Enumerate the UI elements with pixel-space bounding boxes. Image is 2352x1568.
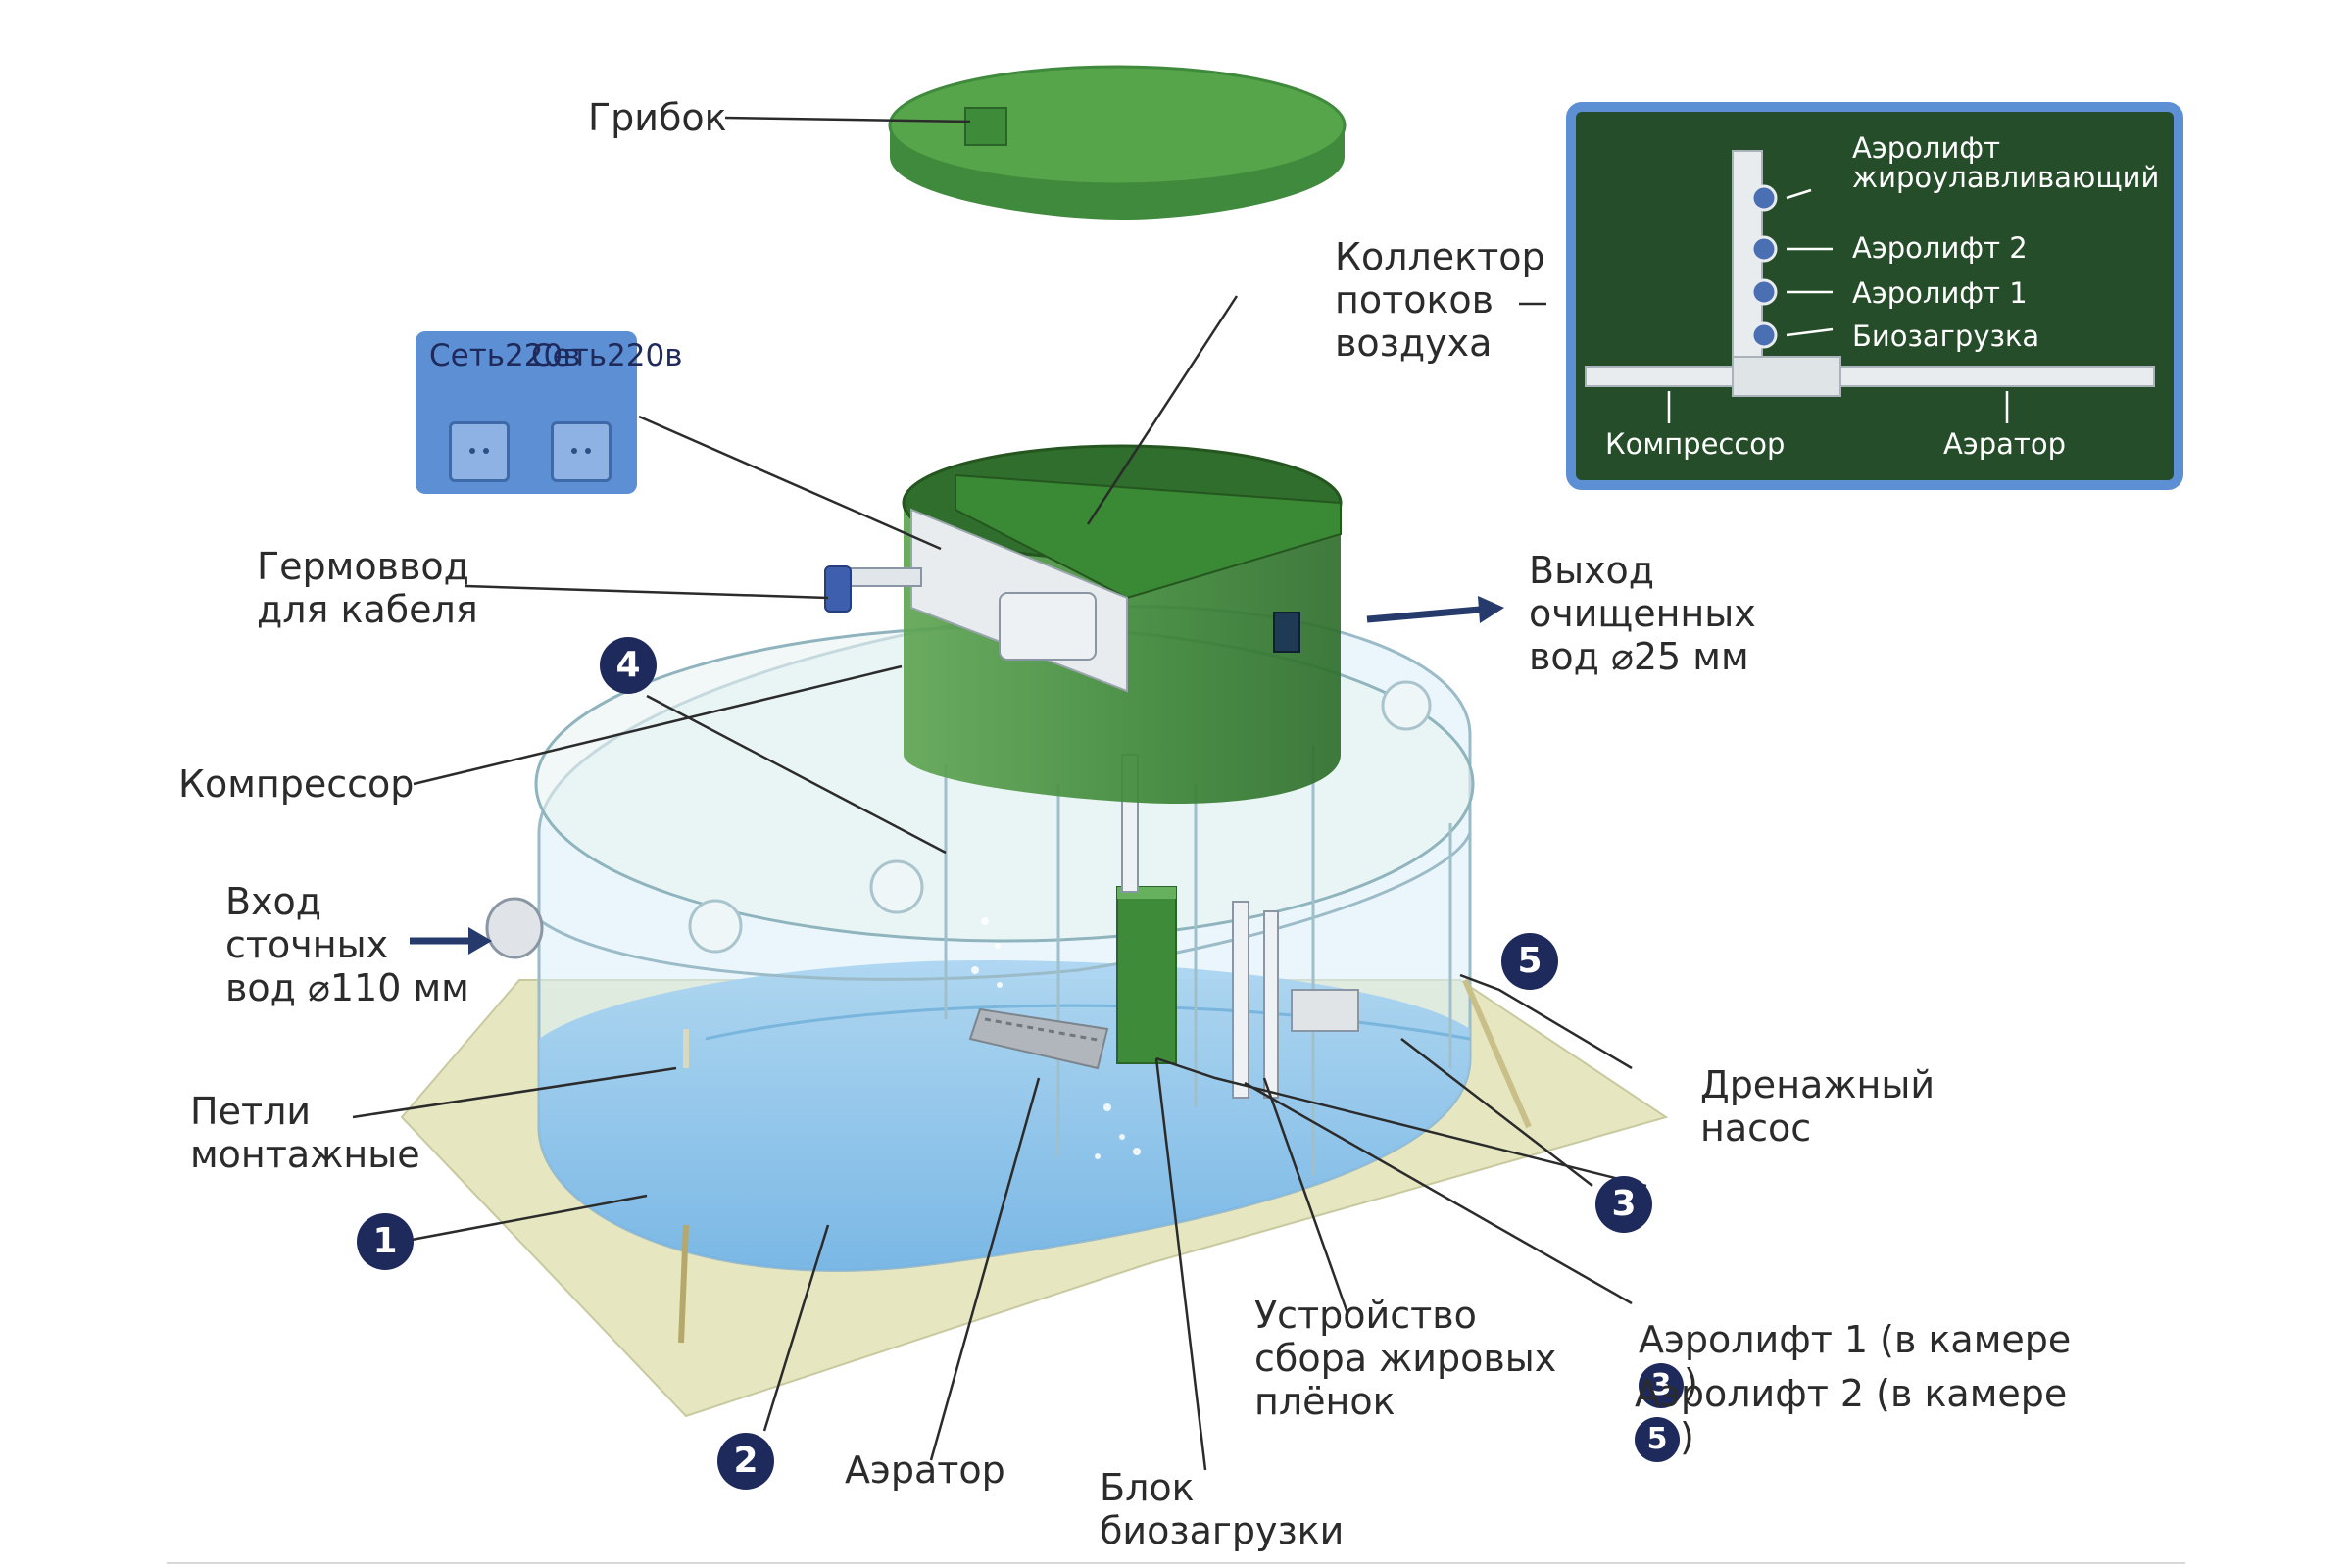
label-fungus: Грибок [588,96,727,139]
label-aerator: Аэратор [845,1448,1005,1492]
fungus-lid-top [888,65,1347,186]
inset-label-aerolift-2: Аэролифт 2 [1852,231,2028,265]
badge-chamber-2: 2 [717,1433,774,1490]
label-aerolift-2: Аэролифт 2 (в камере 5) [1635,1372,2067,1462]
outlet-arrow [1366,596,1504,623]
leader-lines [352,116,1647,1471]
aerolift-pipe [1232,901,1250,1099]
mounting-loop [678,1224,689,1344]
inlet-pipe [485,897,544,959]
inlet-arrow [410,927,492,955]
badge-chamber-4: 4 [600,637,657,694]
badge-chamber-1: 1 [357,1213,414,1270]
porthole [1381,680,1432,731]
mounting-loop [1462,978,1532,1129]
badge-3-inline: 3 [1639,1362,1684,1408]
badge-chamber-3: 3 [1595,1176,1652,1233]
collector-valve [1750,184,1778,212]
bioload-block [1116,886,1177,1064]
collector-inset-drawing [1585,150,2155,423]
socket-2-label: Сеть220в [531,338,683,373]
power-socket-icon [449,421,510,482]
inset-label-aerolift-1: Аэролифт 1 [1852,276,2028,310]
drain-pump-body [1291,989,1359,1032]
power-box: Сеть220в Сеть220в [416,331,683,494]
inset-label-aerolift-fat: Аэролифт жироулавливающий [1852,131,2160,194]
collector-header [1585,366,2155,387]
inset-label-bioload: Биозагрузка [1852,319,2040,353]
bottom-divider [167,1562,2185,1564]
compressor-unit [999,592,1097,661]
porthole [688,899,743,954]
inset-arrows [1667,188,2009,423]
inset-label-compressor: Компрессор [1605,427,1786,461]
outlet-fitting [1273,612,1300,653]
label-aerolift-1: Аэролифт 1 (в камере 3) [1639,1318,2071,1408]
label-compressor: Компрессор [178,762,415,806]
badge-chamber-5: 5 [1501,933,1558,990]
socket-1-label: Сеть220в [429,338,581,373]
collector-valve [1750,321,1778,349]
aerator-tube [968,1007,1109,1070]
badge-5-inline: 5 [1635,1416,1680,1462]
inset-label-aerator: Аэратор [1943,427,2066,461]
collector-valve [1750,235,1778,263]
tank-band [540,832,1472,981]
collector-inset: Аэролифт жироулавливающий Аэролифт 2 Аэр… [1566,102,2183,490]
collector-valve [1750,278,1778,306]
air-bubbles [971,917,1141,1159]
power-socket-icon [551,421,612,482]
cable-gland [824,565,922,612]
porthole [869,859,924,914]
collector-tee [1732,356,1841,397]
aerolift-pipe [1263,910,1279,1099]
fungus-vent [964,107,1007,146]
chamber-lid [955,473,1342,600]
